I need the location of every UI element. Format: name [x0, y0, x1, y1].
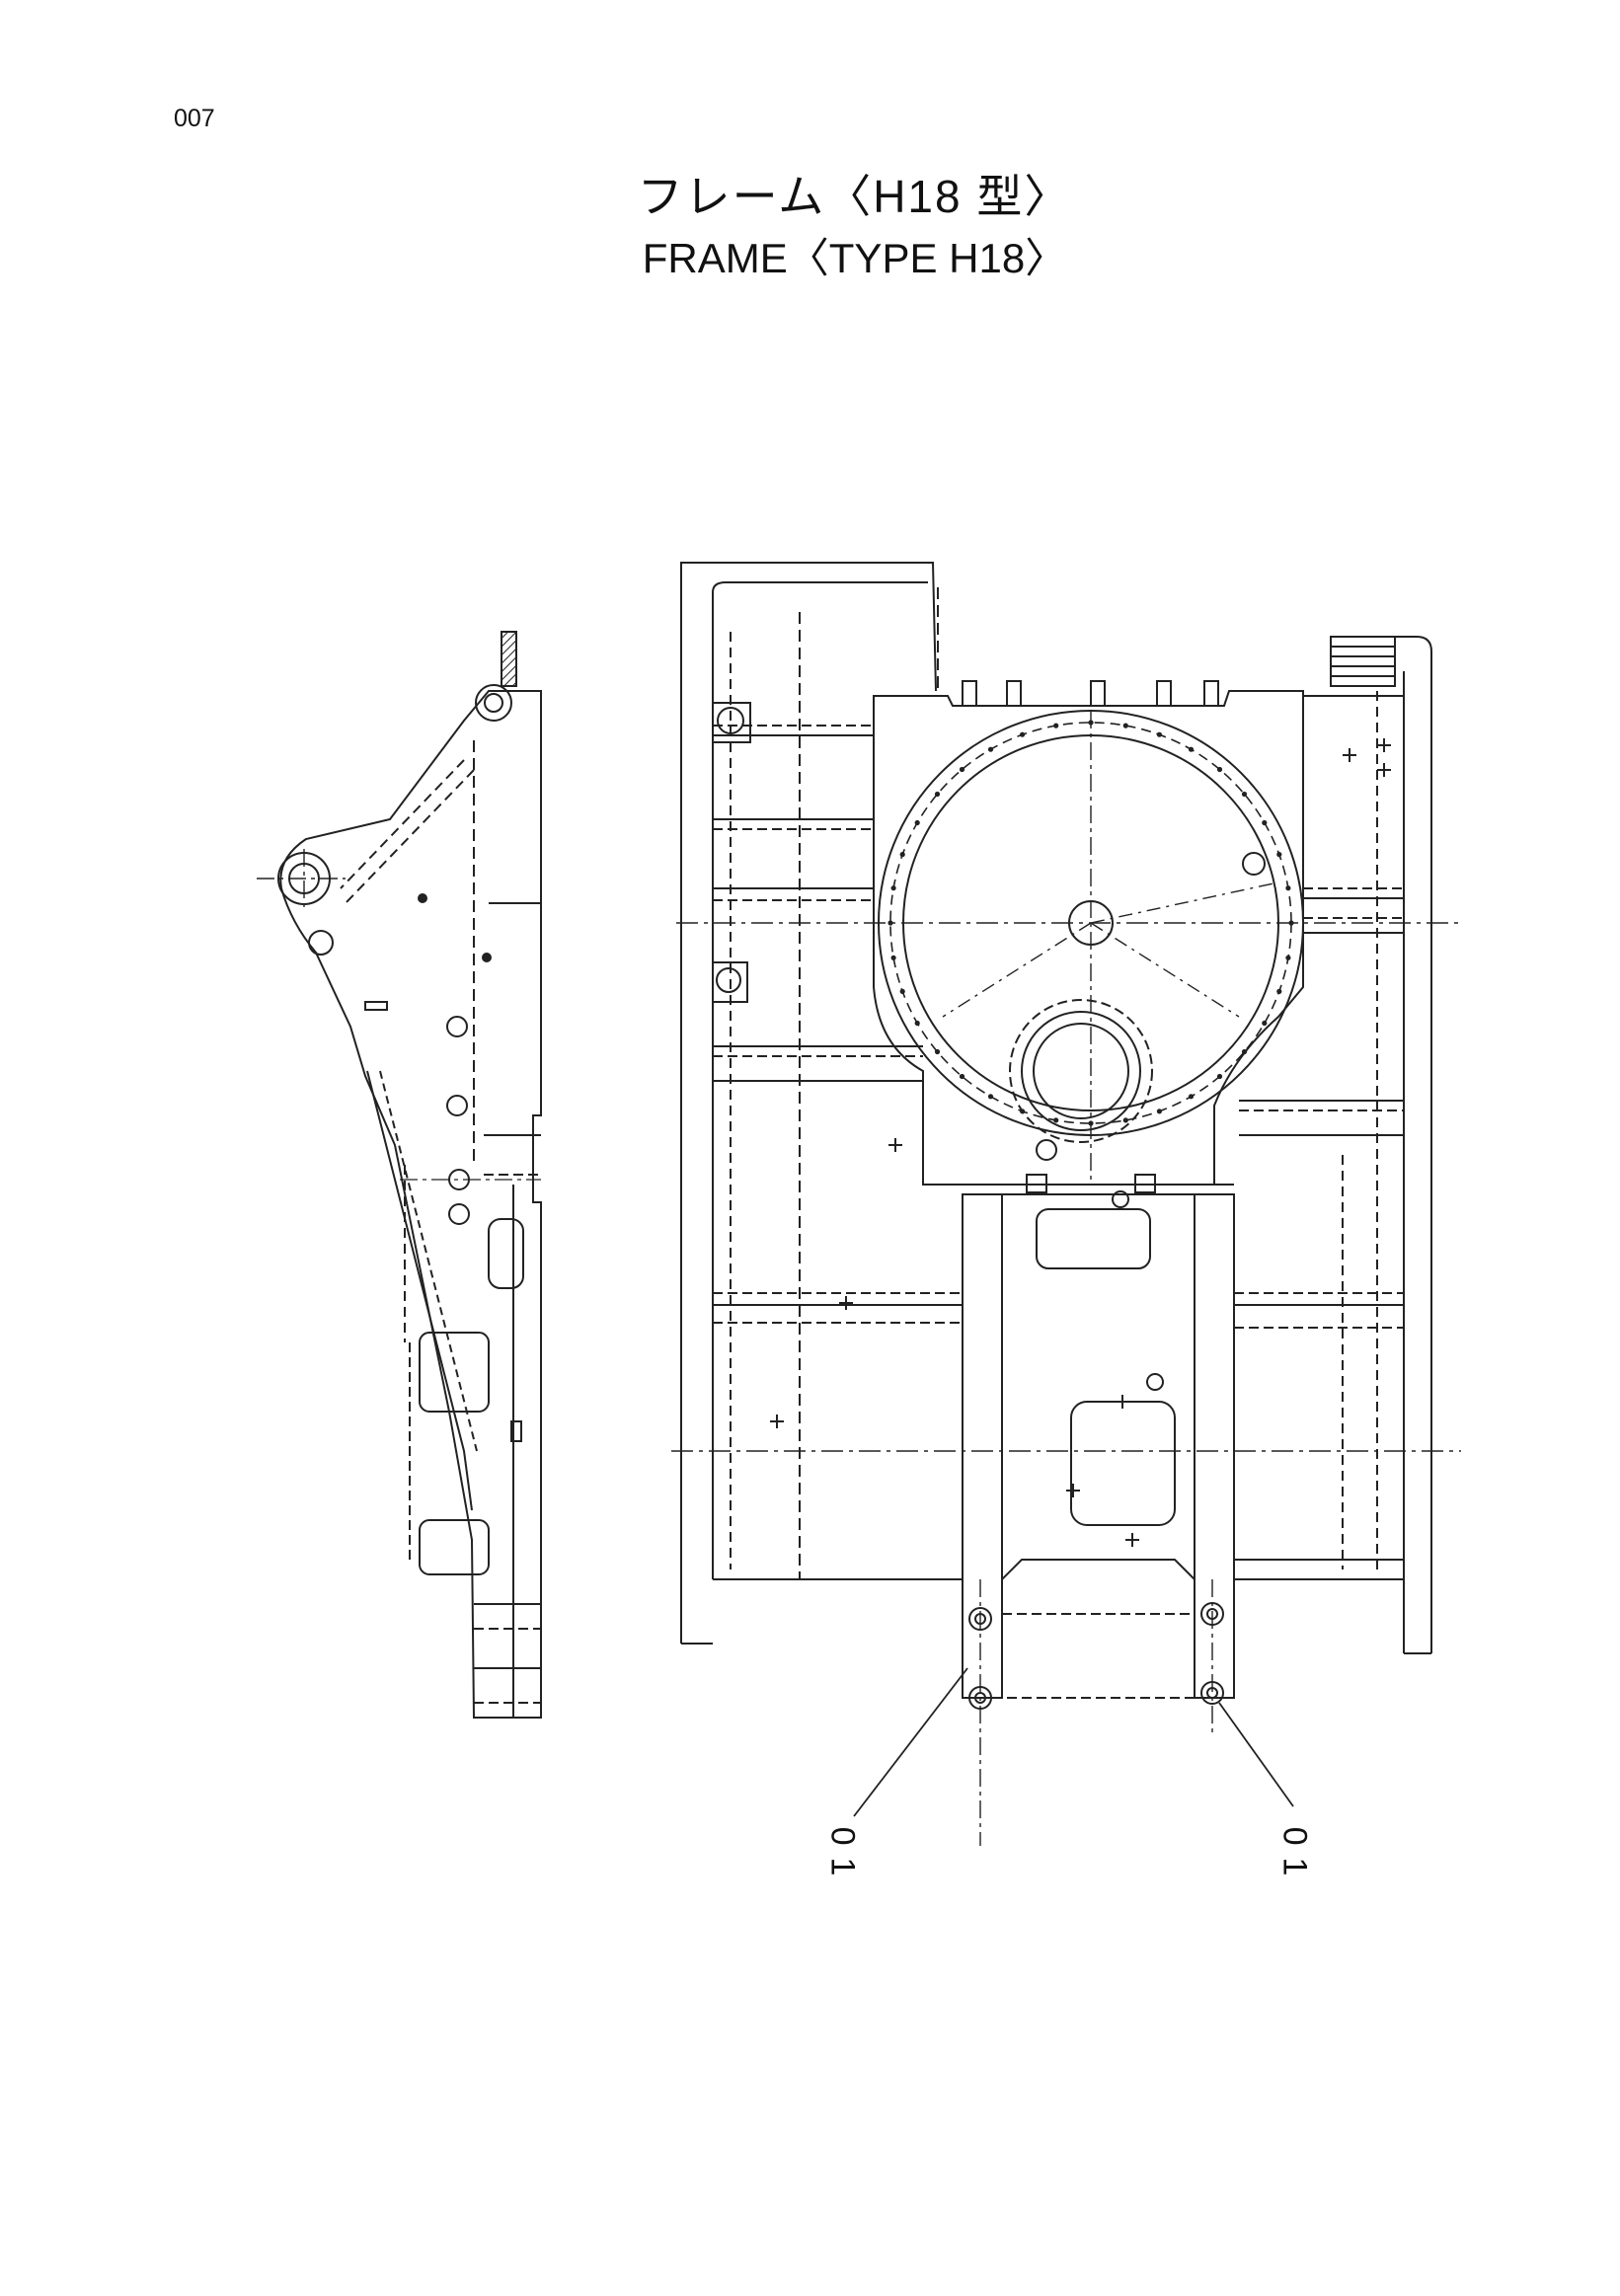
ring-bolt: [1088, 720, 1094, 726]
guide-rail: [366, 1070, 473, 1511]
ring-bolt: [1188, 1094, 1195, 1100]
ring-bolt: [987, 746, 994, 752]
right-leg: [1194, 1193, 1235, 1699]
leader-line-right: [1218, 1702, 1294, 1807]
lower-pin-boss: [308, 930, 334, 956]
ring-bolt: [890, 955, 896, 960]
ring-bolt: [1156, 731, 1162, 737]
ring-bolt: [1276, 988, 1282, 995]
ring-bolt: [1088, 1120, 1094, 1126]
ring-bolt: [1156, 1109, 1162, 1114]
lower-bracket-lower: [419, 1519, 490, 1575]
ring-bolt: [1020, 731, 1026, 737]
side-view: [257, 631, 542, 1719]
ring-bolt: [1276, 852, 1282, 858]
ring-bolt: [1285, 885, 1291, 891]
ring-bolt: [1188, 746, 1195, 752]
left-column: [680, 562, 937, 1644]
ring-bolt: [1216, 1073, 1223, 1080]
hatched-upright: [501, 631, 517, 687]
ring-bolt: [959, 766, 965, 773]
top-boss: [475, 684, 512, 722]
ring-bolt: [1216, 766, 1223, 773]
ring-bolt: [887, 920, 893, 926]
ring-bolt: [1053, 723, 1059, 728]
ring-bolt: [934, 791, 941, 798]
right-column: [1382, 636, 1432, 1653]
ring-bolt: [1122, 1117, 1128, 1123]
leader-line-left: [853, 1667, 968, 1817]
top-right-grille: [1330, 636, 1396, 687]
upper-window: [1036, 1208, 1151, 1269]
lower-bracket-upper: [419, 1332, 490, 1413]
front-view: [671, 562, 1461, 1846]
lower-window: [1070, 1401, 1176, 1526]
ring-bolt: [914, 819, 920, 826]
bolt-left-upper: [968, 1607, 992, 1631]
ring-bolt: [934, 1048, 941, 1055]
ring-bolt: [1285, 955, 1291, 960]
ring-bolt: [1241, 1048, 1248, 1055]
ring-bolt: [1241, 791, 1248, 798]
page-number: 007: [174, 105, 215, 132]
ring-bolt: [1262, 819, 1268, 826]
lower-port-outer: [1021, 1011, 1141, 1131]
ring-bolt: [1020, 1109, 1026, 1114]
ring-bolt: [987, 1094, 994, 1100]
callout-label-right: 01: [1275, 1826, 1314, 1888]
ring-bolt: [899, 988, 905, 995]
ring-bolt: [1053, 1117, 1059, 1123]
callout-label-left: 01: [823, 1826, 862, 1888]
right-small-boss: [1242, 852, 1266, 876]
title-english: FRAME〈TYPE H18〉: [642, 235, 1067, 281]
ring-bolt: [899, 852, 905, 858]
ring-bolt: [914, 1020, 920, 1027]
ring-bolt: [959, 1073, 965, 1080]
ring-bolt-pattern: [887, 720, 1294, 1126]
side-plate-outline: [279, 690, 542, 1719]
ring-bolt: [890, 885, 896, 891]
title-japanese: フレーム〈H18 型〉: [637, 171, 1072, 222]
ring-bolt: [1122, 723, 1128, 728]
ring-bolt: [1288, 920, 1294, 926]
ring-bolt: [1262, 1020, 1268, 1027]
central-housing: [873, 690, 1304, 1186]
